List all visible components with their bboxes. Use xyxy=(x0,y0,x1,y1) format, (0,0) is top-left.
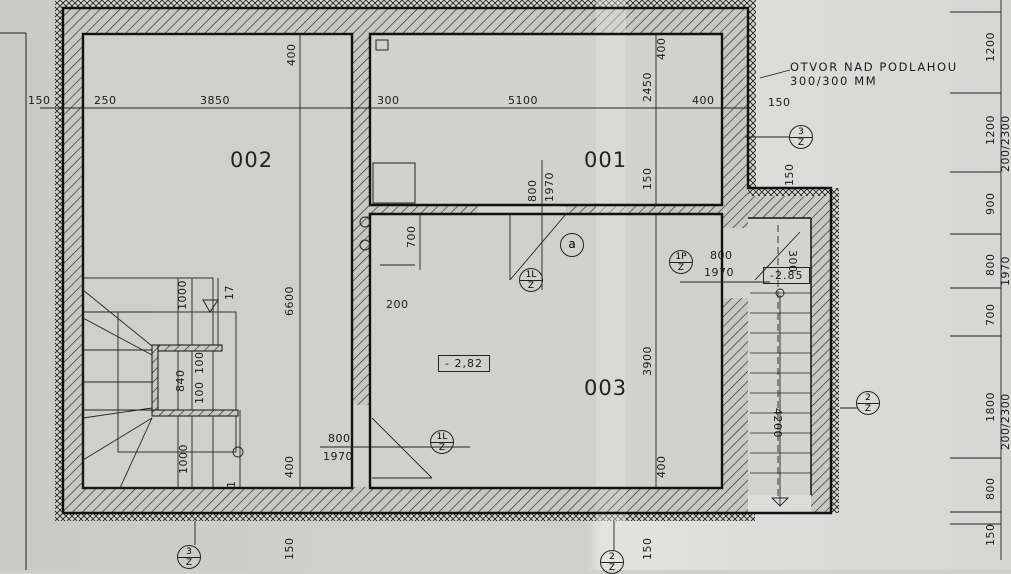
dim-5100: 5100 xyxy=(508,94,538,107)
dim-250: 250 xyxy=(94,94,117,107)
stair-run-top-1000: 1000 xyxy=(176,280,189,310)
elev-150: 150 xyxy=(984,523,997,547)
door-a-height: 1970 xyxy=(543,172,556,202)
window-tag-3z-bottom: 3 Z xyxy=(177,545,201,569)
marker-a-circle: a xyxy=(560,233,584,257)
dim-bottom-150b: 150 xyxy=(641,537,654,561)
door-c-width: 800 xyxy=(710,249,733,262)
elev-800a: 800 xyxy=(984,253,997,277)
stair-steps-17: 17 xyxy=(223,285,236,300)
dim-001-top-400: 400 xyxy=(655,37,668,61)
opening-note-line2: 300/300 MM xyxy=(790,74,878,88)
stair-gap-100a: 100 xyxy=(193,351,206,375)
stair-first-step: 1 xyxy=(225,480,238,489)
door-b-width: 800 xyxy=(328,432,351,445)
stair-gap-100b: 100 xyxy=(193,381,206,405)
dim-002-top-400: 400 xyxy=(285,43,298,67)
dim-right-150: 150 xyxy=(783,163,796,187)
level-room-003: - 2,82 xyxy=(438,355,490,372)
stair-landing-840: 840 xyxy=(174,369,187,393)
room-002-label: 002 xyxy=(230,148,274,172)
door-tag-1l-z-lower: 1L Z xyxy=(430,430,454,454)
dim-150-left: 150 xyxy=(28,94,51,107)
elev-sub-200-2300a: 200/2300 xyxy=(999,115,1011,172)
level-stair: -2.85 xyxy=(763,267,811,284)
elev-700: 700 xyxy=(984,303,997,327)
elev-1200a: 1200 xyxy=(984,32,997,62)
door-a-width: 800 xyxy=(526,179,539,203)
window-tag-3z-right: 3 Z xyxy=(789,125,813,149)
elev-sub-200-2300b: 200/2300 xyxy=(999,393,1011,450)
dim-001-2450: 2450 xyxy=(641,72,654,102)
elev-900: 900 xyxy=(984,192,997,216)
opening-note-line1: OTVOR NAD PODLAHOU xyxy=(790,60,958,74)
dim-150-right: 150 xyxy=(768,96,791,109)
stair-right-4200: 4200 xyxy=(771,408,784,438)
dim-niche-200: 200 xyxy=(386,298,409,311)
door-tag-1l-z-upper: 1L Z xyxy=(519,268,543,292)
dim-003-bottom-400: 400 xyxy=(655,455,668,479)
elev-1800: 1800 xyxy=(984,392,997,422)
elev-1200b: 1200 xyxy=(984,115,997,145)
dim-3850: 3850 xyxy=(200,94,230,107)
room-001-label: 001 xyxy=(584,148,628,172)
dim-400-right: 400 xyxy=(692,94,715,107)
window-tag-2z-right: 2 Z xyxy=(856,391,880,415)
dim-niche-700: 700 xyxy=(405,225,418,249)
window-tag-2z-bottom: 2 Z xyxy=(600,550,624,574)
dim-300: 300 xyxy=(377,94,400,107)
door-tag-1p-z: 1P Z xyxy=(669,250,693,274)
dim-bottom-150a: 150 xyxy=(283,537,296,561)
door-b-height: 1970 xyxy=(323,450,353,463)
dim-001-bottom-150: 150 xyxy=(641,167,654,191)
room-003-label: 003 xyxy=(584,376,628,400)
stair-run-bottom-1000: 1000 xyxy=(177,444,190,474)
dim-002-6600: 6600 xyxy=(283,286,296,316)
dim-003-3900: 3900 xyxy=(641,346,654,376)
dim-002-bottom-400: 400 xyxy=(283,455,296,479)
stair-right-300: 300 xyxy=(786,250,799,273)
elev-sub-1970: 1970 xyxy=(999,256,1011,286)
elev-800b: 800 xyxy=(984,477,997,501)
door-c-height: 1970 xyxy=(704,266,734,279)
